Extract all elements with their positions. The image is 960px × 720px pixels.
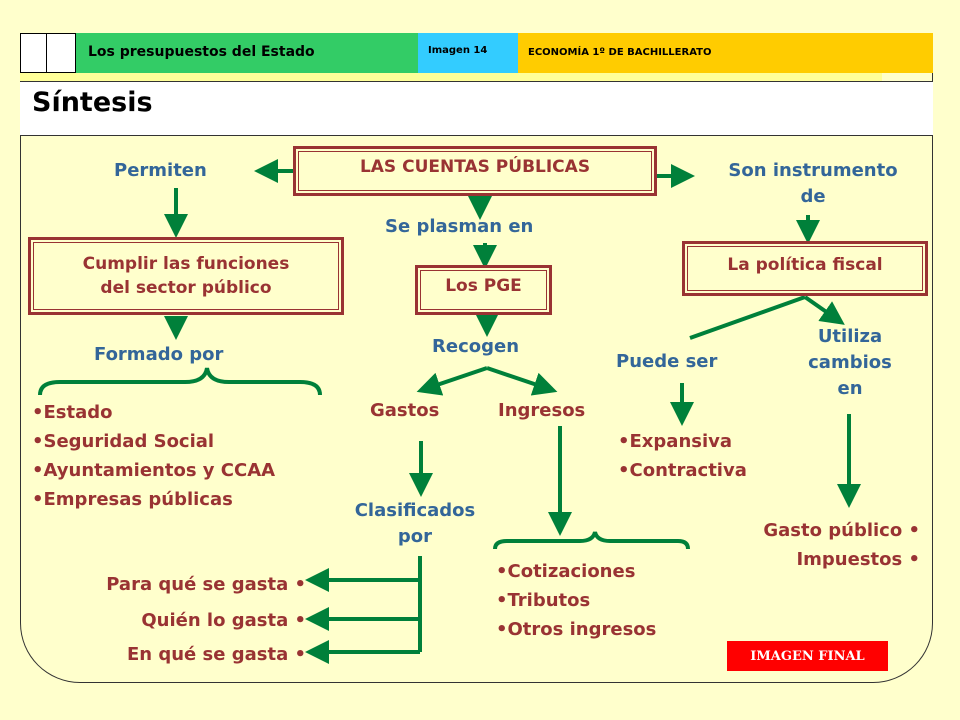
utiliza-line-2: cambios bbox=[808, 352, 892, 373]
list-item: Quién lo gasta • bbox=[141, 610, 306, 631]
recogen-label: Recogen bbox=[432, 336, 520, 357]
list-item: •Ayuntamientos y CCAA bbox=[32, 460, 276, 481]
list-item: •Estado bbox=[32, 402, 113, 423]
main-box: LAS CUENTAS PÚBLICAS bbox=[293, 146, 657, 196]
clasificados-line-2: por bbox=[397, 526, 433, 547]
formado-por-label: Formado por bbox=[94, 344, 224, 365]
header-subject: ECONOMÍA 1º DE BACHILLERATO bbox=[528, 47, 712, 58]
ingresos-label: Ingresos bbox=[498, 400, 586, 421]
imagen-final-button[interactable]: IMAGEN FINAL bbox=[727, 641, 888, 671]
utiliza-line-1: Utiliza bbox=[817, 326, 883, 347]
header-image-band bbox=[418, 33, 518, 73]
se-plasman-label: Se plasman en bbox=[385, 216, 534, 237]
son-instrumento-line-2: de bbox=[800, 186, 826, 207]
arrow-to-ingresos bbox=[486, 366, 558, 396]
header-cell-1 bbox=[20, 33, 47, 73]
utiliza-label: Utiliza cambios en bbox=[790, 324, 910, 402]
clasificados-label: Clasificados por bbox=[330, 498, 500, 550]
politica-box-label: La política fiscal bbox=[727, 254, 883, 275]
brace-formado bbox=[38, 367, 322, 396]
header-subject-band bbox=[518, 33, 933, 73]
arrow-to-gastos bbox=[416, 366, 488, 396]
clasificados-line-1: Clasificados bbox=[354, 500, 476, 521]
permiten-label: Permiten bbox=[114, 160, 207, 181]
list-item: En qué se gasta • bbox=[126, 644, 306, 665]
gastos-label: Gastos bbox=[370, 400, 440, 421]
list-item: Impuestos • bbox=[796, 549, 920, 570]
header-title: Los presupuestos del Estado bbox=[88, 44, 315, 60]
politica-box: La política fiscal bbox=[682, 241, 928, 296]
line-politica-split-left bbox=[689, 295, 806, 340]
gasto-list: Gasto público • Impuestos • bbox=[700, 516, 920, 574]
formado-list: •Estado •Seguridad Social •Ayuntamientos… bbox=[32, 398, 275, 514]
pge-box: Los PGE bbox=[415, 265, 552, 315]
politica-list: •Expansiva •Contractiva bbox=[618, 427, 747, 485]
list-item: •Tributos bbox=[496, 590, 591, 611]
list-item: Gasto público • bbox=[763, 520, 920, 541]
list-item: •Otros ingresos bbox=[496, 619, 657, 640]
list-item: •Empresas públicas bbox=[32, 489, 233, 510]
son-instrumento-line-1: Son instrumento bbox=[728, 160, 898, 181]
slide-title: Síntesis bbox=[32, 87, 153, 118]
main-box-label: LAS CUENTAS PÚBLICAS bbox=[359, 157, 591, 177]
header-cell-2 bbox=[47, 33, 76, 73]
ingresos-list: •Cotizaciones •Tributos •Otros ingresos bbox=[496, 557, 656, 644]
cumplir-line-1: Cumplir las funciones bbox=[82, 254, 290, 274]
list-item: •Seguridad Social bbox=[32, 431, 215, 452]
list-item: •Expansiva bbox=[618, 431, 733, 452]
brace-ingresos bbox=[493, 531, 690, 550]
clasif-list: Para qué se gasta • Quién lo gasta • En … bbox=[40, 566, 306, 671]
header-image-label: Imagen 14 bbox=[428, 45, 488, 56]
title-accent-line bbox=[20, 73, 882, 81]
utiliza-line-3: en bbox=[837, 378, 863, 399]
cumplir-box: Cumplir las funciones del sector público bbox=[28, 237, 344, 315]
list-item: •Contractiva bbox=[618, 460, 747, 481]
son-instrumento-label: Son instrumento de bbox=[700, 158, 926, 210]
list-item: •Cotizaciones bbox=[496, 561, 636, 582]
puede-ser-label: Puede ser bbox=[616, 351, 718, 372]
pge-box-label: Los PGE bbox=[445, 276, 522, 296]
arrow-to-utiliza bbox=[803, 295, 845, 325]
header-title-band bbox=[76, 33, 418, 73]
list-item: Para qué se gasta • bbox=[106, 574, 306, 595]
title-band bbox=[20, 81, 933, 136]
cumplir-line-2: del sector público bbox=[100, 278, 272, 298]
